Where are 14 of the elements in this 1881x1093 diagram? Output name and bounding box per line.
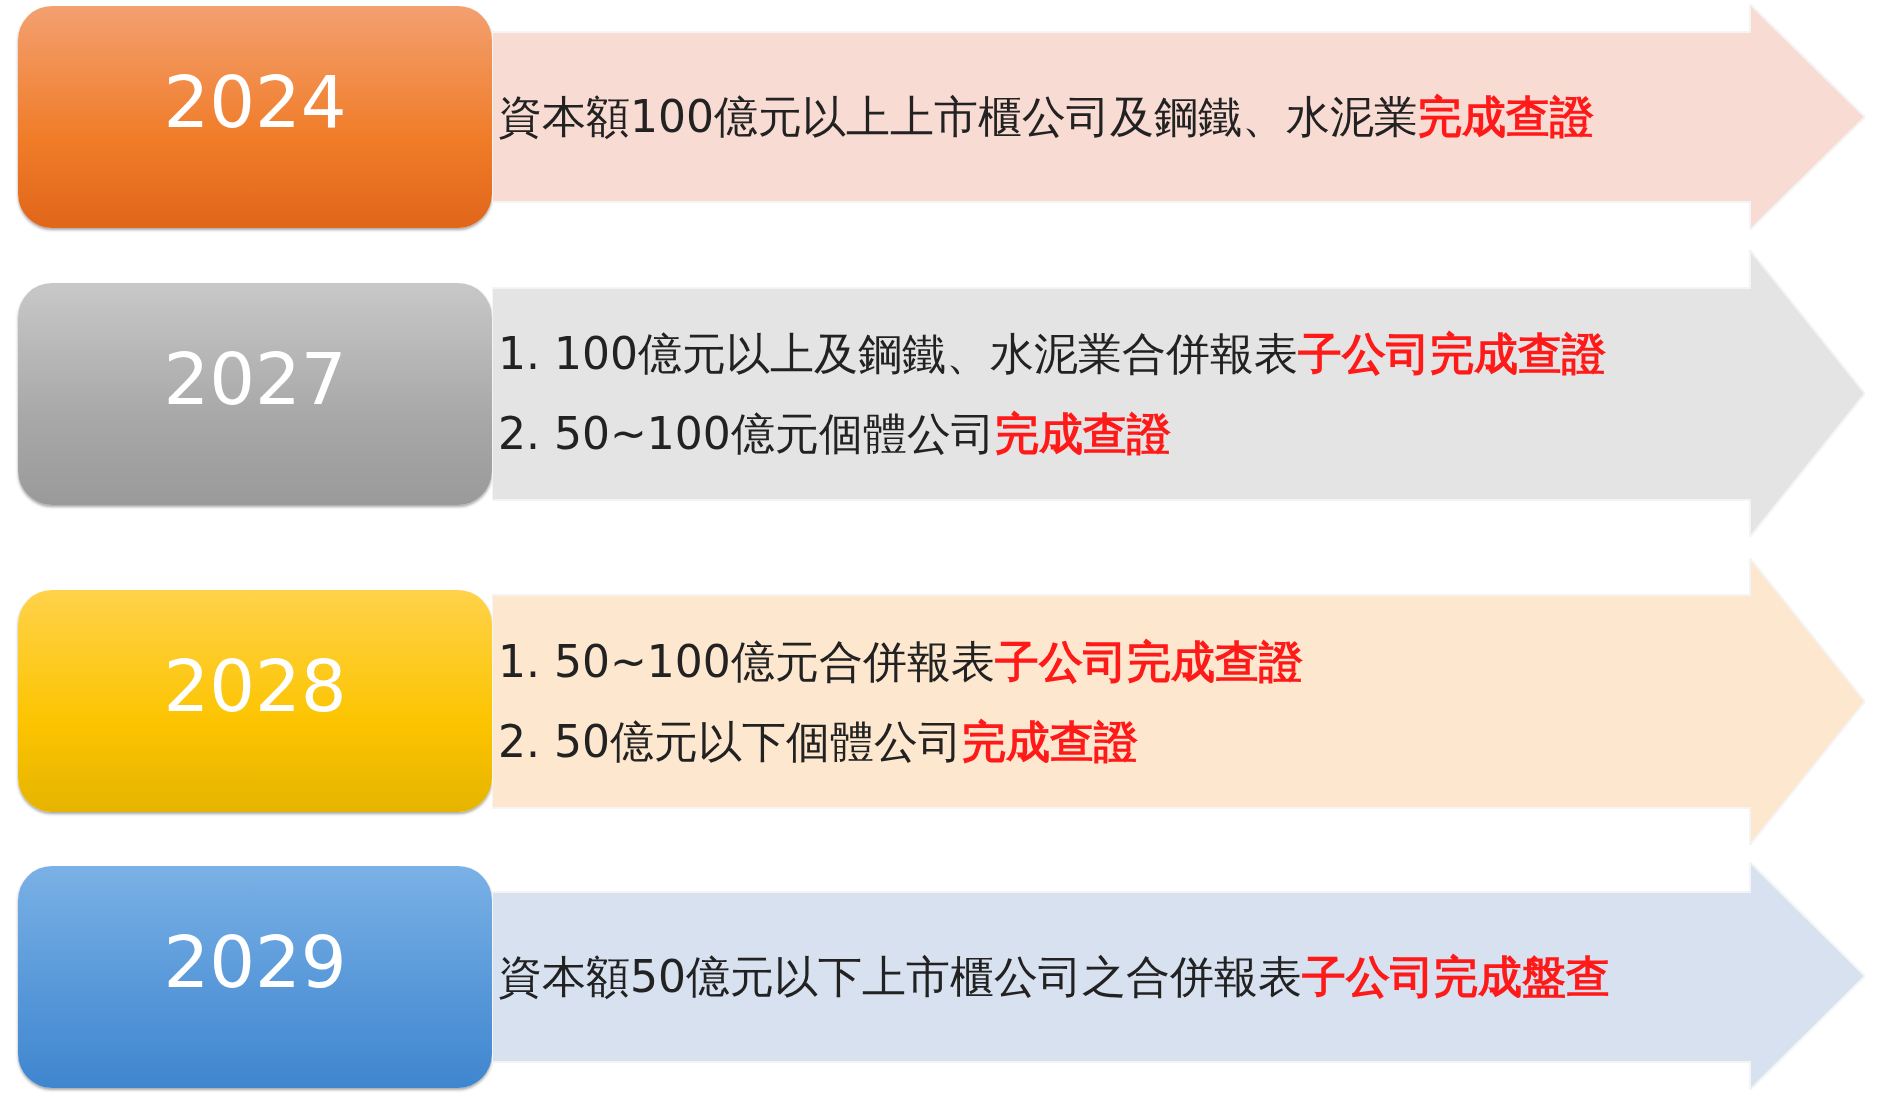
- milestone-text: 1. 100億元以上及鋼鐵、水泥業合併報表子公司完成查證: [498, 327, 1606, 381]
- year-box: [18, 283, 492, 505]
- year-box: [18, 590, 492, 812]
- milestone-text: 資本額50億元以下上市櫃公司之合併報表子公司完成盤查: [498, 950, 1610, 1004]
- milestone-text: 2. 50~100億元個體公司完成查證: [498, 407, 1171, 461]
- year-box: [18, 6, 492, 228]
- year-label: 2029: [163, 920, 347, 1004]
- milestone-text: 資本額100億元以上上市櫃公司及鋼鐵、水泥業完成查證: [498, 90, 1594, 144]
- milestone-text: 1. 50~100億元合併報表子公司完成查證: [498, 634, 1303, 689]
- year-label: 2024: [163, 60, 347, 144]
- year-label: 2028: [163, 644, 347, 728]
- year-label: 2027: [163, 337, 347, 421]
- milestone-text: 2. 50億元以下個體公司完成查證: [498, 714, 1138, 769]
- year-box: [18, 866, 492, 1088]
